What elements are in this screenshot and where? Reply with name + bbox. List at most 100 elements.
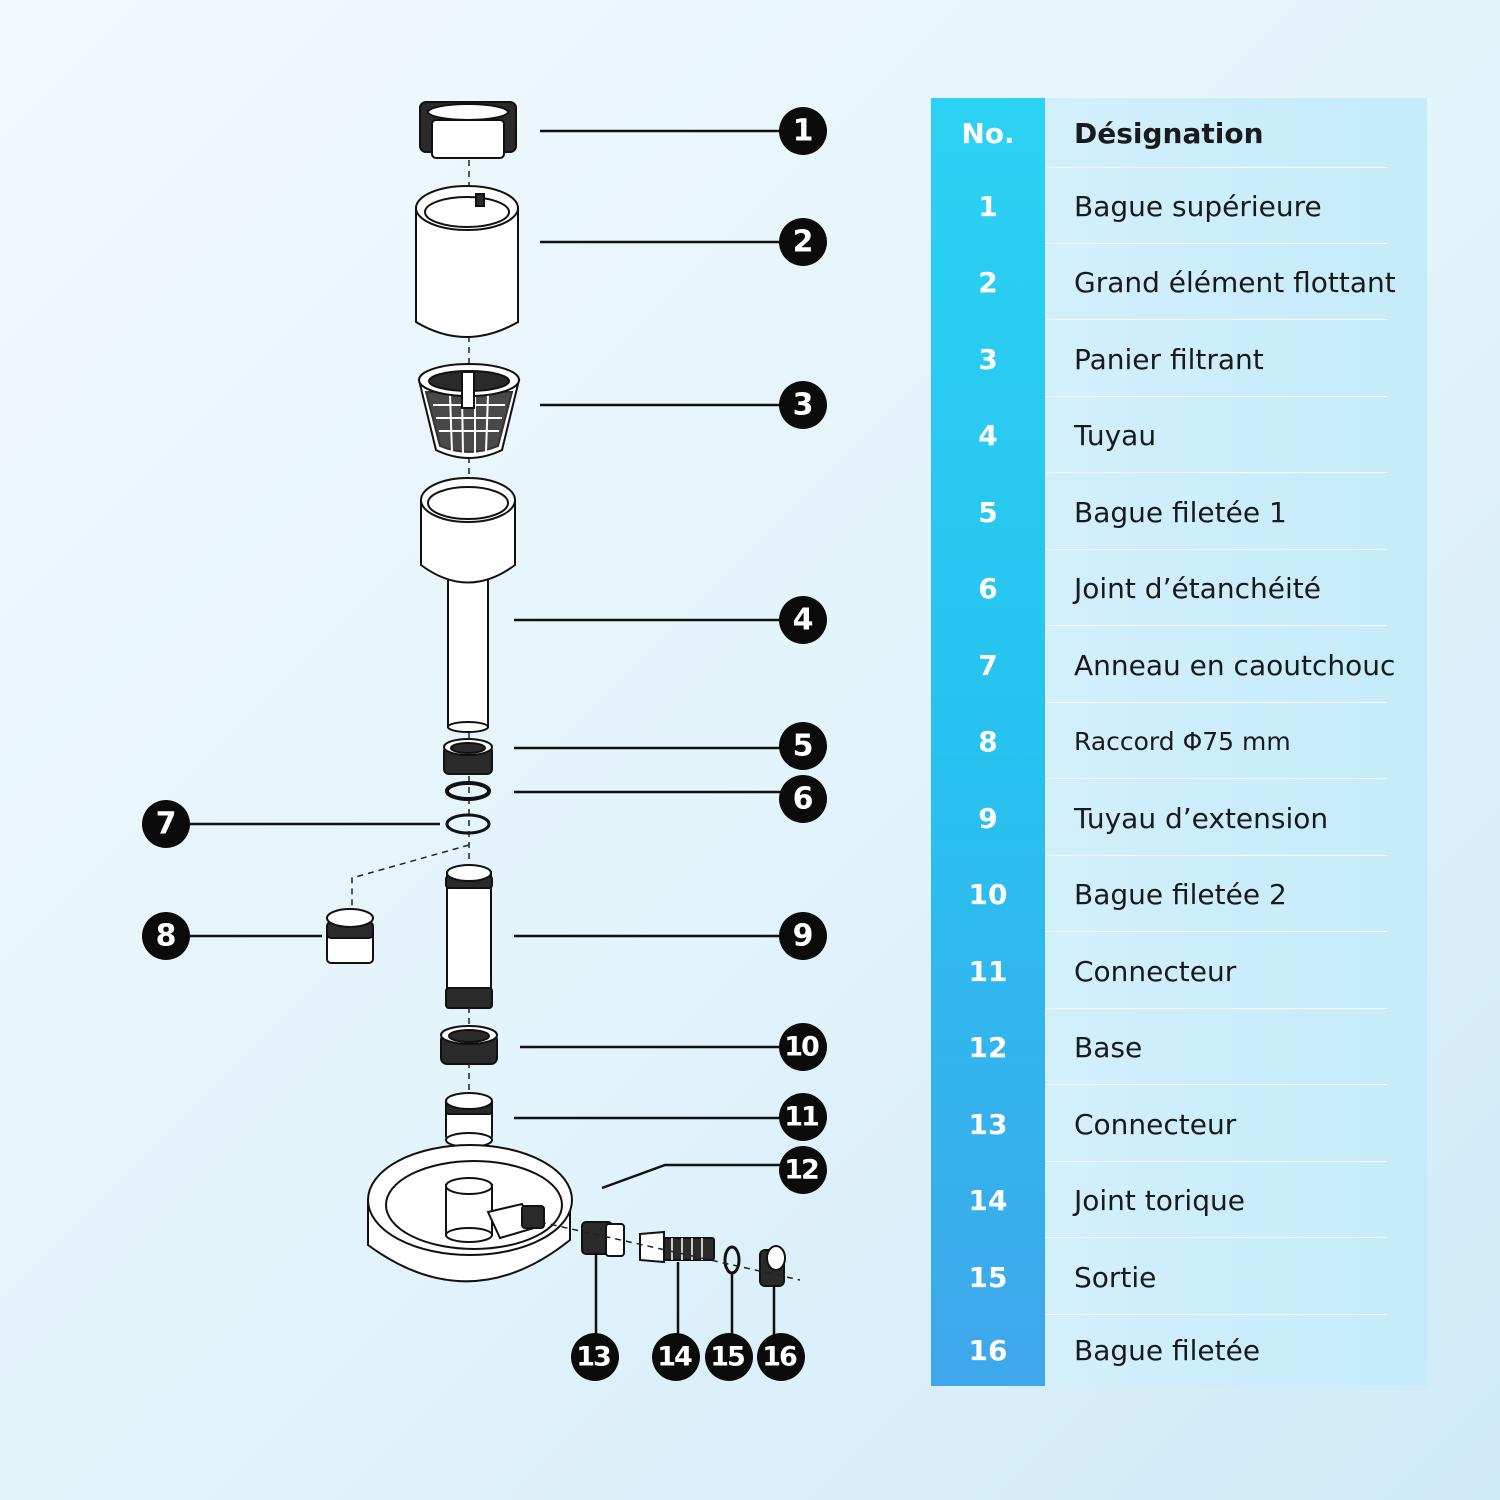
row-designation: Tuyau: [1074, 418, 1157, 452]
table-row: 6 Joint d’étanchéité: [931, 550, 1427, 626]
callout-badge-16: 16: [757, 1333, 805, 1381]
row-designation: Bague supérieure: [1074, 189, 1322, 223]
table-row: 1 Bague supérieure: [931, 168, 1427, 244]
exploded-parts-diagram: 1 2 3 4 5 6 7 8 9 10 11 12 13 14 15 16: [142, 101, 827, 1381]
row-number: 16: [968, 1334, 1008, 1367]
leader-lines: [180, 129, 790, 1340]
table-row: 8 Raccord Φ75 mm: [931, 703, 1427, 779]
row-designation: Panier filtrant: [1074, 342, 1264, 376]
part-base: [367, 1144, 573, 1283]
part-outlet-connector: [581, 1221, 625, 1257]
row-designation: Tuyau d’extension: [1074, 801, 1329, 835]
row-number: 14: [968, 1183, 1008, 1217]
row-number: 9: [978, 801, 998, 835]
svg-text:6: 6: [793, 782, 814, 817]
row-number: 3: [978, 342, 998, 376]
row-designation: Joint d’étanchéité: [1074, 571, 1321, 605]
table-row: 10 Bague filetée 2: [931, 856, 1427, 932]
row-designation: Anneau en caoutchouc: [1074, 648, 1396, 682]
callout-badge-7: 7: [142, 800, 190, 848]
callout-badge-10: 10: [779, 1023, 827, 1071]
table-row: 9 Tuyau d’extension: [931, 780, 1427, 856]
table-row: 15 Sortie: [931, 1239, 1427, 1315]
part-top-ring: [419, 101, 517, 159]
callout-badge-5: 5: [779, 722, 827, 770]
callout-badge-2: 2: [779, 218, 827, 266]
row-number: 2: [978, 265, 998, 299]
svg-text:11: 11: [784, 1102, 818, 1133]
callout-badge-8: 8: [142, 912, 190, 960]
part-filter-basket: [417, 363, 521, 459]
table-row: 3 Panier filtrant: [931, 321, 1427, 397]
table-row: 5 Bague filetée 1: [931, 474, 1427, 550]
part-rubber-ring: [445, 813, 491, 835]
outlet-axis: [539, 1221, 801, 1281]
number-column: [931, 98, 1045, 1386]
svg-text:12: 12: [784, 1155, 818, 1186]
table-row: 13 Connecteur: [931, 1086, 1427, 1162]
callout-badge-9: 9: [779, 912, 827, 960]
table-row: 11 Connecteur: [931, 933, 1427, 1009]
table-row: 14 Joint torique: [931, 1162, 1427, 1238]
table-row: 12 Base: [931, 1009, 1427, 1085]
row-designation: Connecteur: [1074, 1107, 1237, 1141]
row-number: 6: [978, 571, 998, 605]
header-number: No.: [961, 116, 1015, 150]
row-number: 7: [978, 648, 998, 682]
part-connector: [445, 1092, 493, 1148]
svg-text:16: 16: [762, 1342, 797, 1373]
callout-badge-12: 12: [779, 1146, 827, 1194]
callout-badge-11: 11: [779, 1093, 827, 1141]
part-extension-pipe: [445, 864, 493, 1009]
row-designation: Raccord Φ75 mm: [1074, 726, 1291, 756]
svg-text:10: 10: [784, 1032, 819, 1063]
callout-badge-6: 6: [779, 775, 827, 823]
svg-text:9: 9: [793, 919, 814, 954]
svg-text:4: 4: [793, 603, 814, 638]
adapter-axis: [351, 844, 470, 908]
svg-text:1: 1: [793, 114, 814, 149]
callout-badge-3: 3: [779, 381, 827, 429]
svg-text:5: 5: [793, 729, 814, 764]
row-designation: Joint torique: [1074, 1183, 1245, 1217]
svg-text:14: 14: [657, 1342, 692, 1373]
svg-text:7: 7: [156, 807, 177, 842]
callout-badge-15: 15: [705, 1333, 753, 1381]
parts-table: No. Désignation 1 Bague supérieure 2 Gra…: [931, 98, 1427, 1386]
part-threaded-ring-2: [440, 1025, 498, 1065]
svg-text:2: 2: [793, 225, 814, 260]
row-designation: Grand élément flottant: [1074, 265, 1396, 299]
callout-badge-1: 1: [779, 107, 827, 155]
row-designation: Sortie: [1074, 1260, 1157, 1294]
table-row: 2 Grand élément flottant: [931, 244, 1427, 320]
row-number: 8: [978, 724, 998, 758]
row-number: 5: [978, 495, 998, 529]
row-number: 13: [968, 1107, 1008, 1141]
part-large-float: [415, 185, 519, 338]
callout-badge-14: 14: [652, 1333, 700, 1381]
table-row: 16 Bague filetée: [931, 1315, 1427, 1386]
row-number: 1: [978, 189, 998, 223]
part-end-ring: [759, 1245, 786, 1287]
row-number: 10: [968, 877, 1008, 911]
row-number: 4: [978, 418, 998, 452]
part-pipe: [420, 477, 516, 733]
table-row: 7 Anneau en caoutchouc: [931, 627, 1427, 703]
part-outlet-ring: [723, 1245, 741, 1275]
row-designation: Connecteur: [1074, 954, 1237, 988]
row-number: 15: [968, 1260, 1008, 1294]
part-threaded-ring-1: [443, 738, 493, 775]
table-header: No. Désignation: [931, 98, 1427, 168]
callout-badge-4: 4: [779, 596, 827, 644]
row-number: 12: [968, 1030, 1008, 1064]
part-adapter: [326, 908, 374, 964]
row-designation: Base: [1074, 1030, 1143, 1064]
callout-badge-13: 13: [571, 1333, 619, 1381]
table-row: 4 Tuyau: [931, 397, 1427, 473]
part-seal: [445, 781, 491, 801]
svg-text:13: 13: [576, 1342, 610, 1373]
row-designation: Bague filetée 2: [1074, 877, 1287, 911]
row-designation: Bague filetée: [1074, 1334, 1261, 1367]
svg-text:8: 8: [156, 919, 177, 954]
svg-text:3: 3: [793, 388, 814, 423]
